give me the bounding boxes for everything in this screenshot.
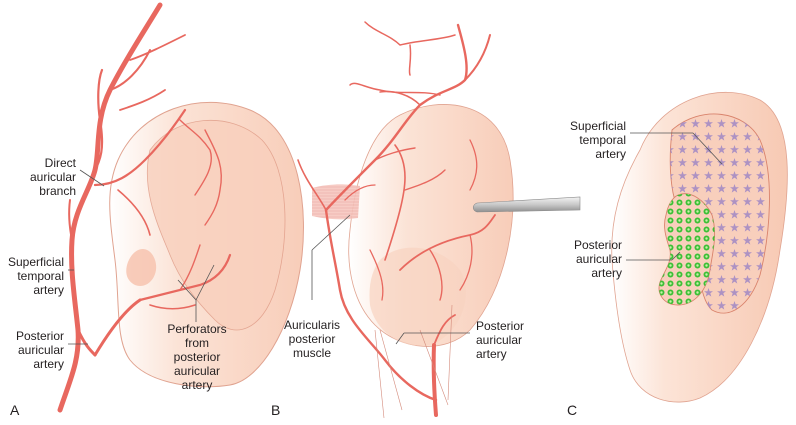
label-posterior-auricular-artery-a: Posterior auricular artery [15,329,64,371]
superficial-temporal-territory [670,113,770,314]
panel-letter-b: B [271,402,281,418]
label-superficial-temporal-artery-a: Superficial temporal artery [7,255,64,297]
panel-b-ear [348,104,514,347]
panel-c-leaders [626,132,723,261]
panel-b-threads [374,304,453,419]
panel-c-ear [611,92,788,403]
panel-a-arteries [57,2,232,413]
label-perforators: Perforators from posterior auricular art… [167,322,227,392]
panel-b-leaders [311,214,470,345]
panel-b-arteries [297,21,496,417]
label-posterior-auricular-artery-c: Posterior auricular artery [573,238,622,280]
panel-a-ear [109,101,304,388]
panel-a-leaders [68,169,215,345]
panel-letter-c: C [567,402,578,418]
posterior-auricular-territory [659,193,715,305]
auricularis-posterior-muscle [312,184,360,220]
label-auricularis-posterior-muscle: Auricularis posterior muscle [283,318,340,360]
label-superficial-temporal-artery-c: Superficial temporal artery [569,119,626,161]
forceps [472,196,581,213]
label-posterior-auricular-artery-b: Posterior auricular artery [476,319,525,361]
label-direct-auricular-branch: Direct auricular branch [29,156,76,198]
panel-letter-a: A [10,402,20,418]
